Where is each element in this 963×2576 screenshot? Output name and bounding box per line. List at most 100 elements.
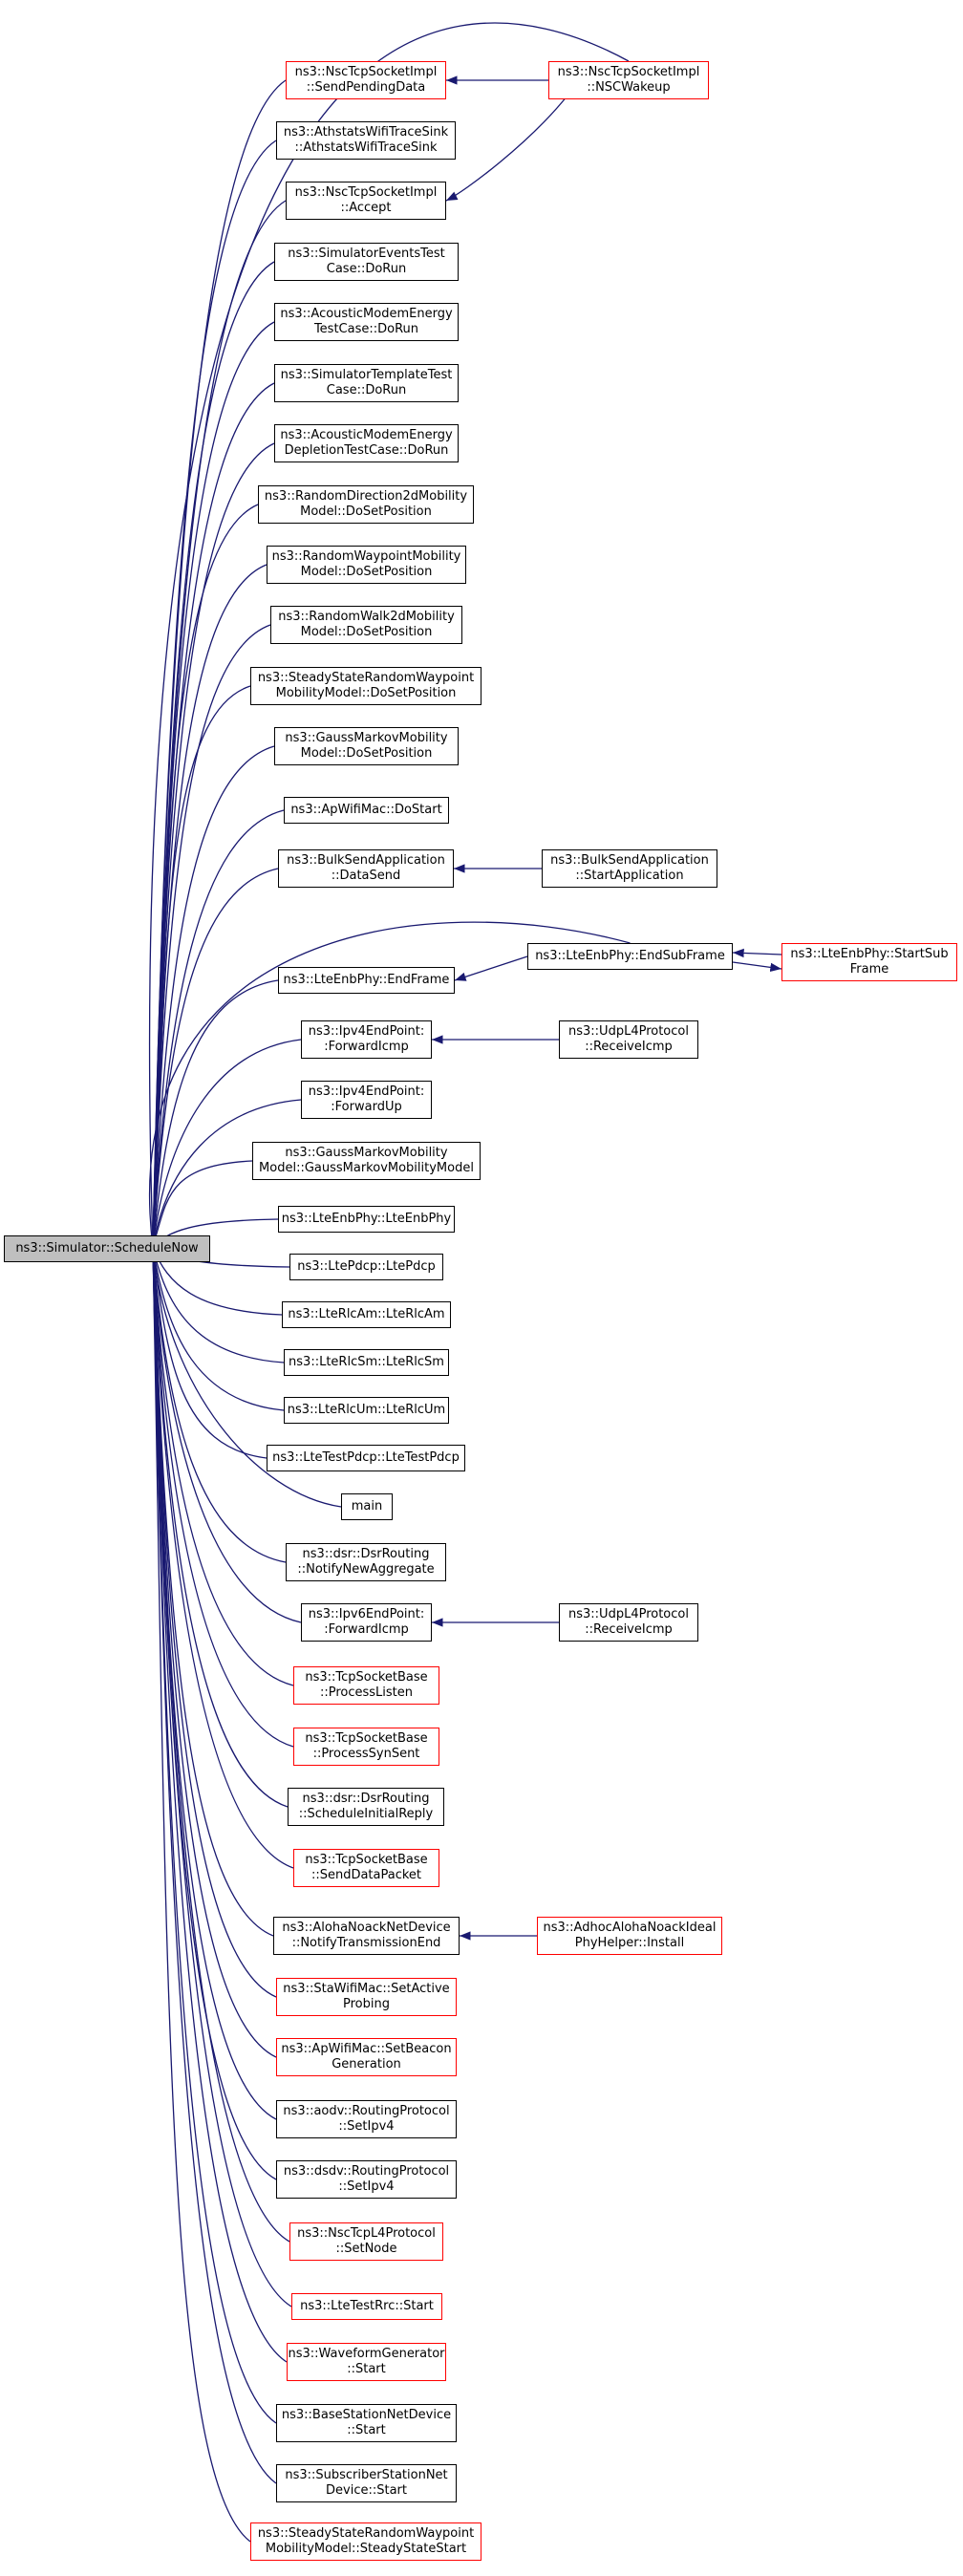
function-node-ns3-lteenbphy-endframe[interactable]: ns3::LteEnbPhy::EndFrame <box>278 967 455 994</box>
node-label-line: ns3::LteRlcAm::LteRlcAm <box>288 1307 445 1321</box>
node-label-line: Case::DoRun <box>326 262 407 276</box>
function-node-ns3-ipv4endpoint-forwardicmp[interactable]: ns3::Ipv4EndPoint::ForwardIcmp <box>301 1020 432 1059</box>
node-label-line: PhyHelper::Install <box>574 1936 685 1950</box>
function-node-ns3-nsctcpsocketimpl-accept[interactable]: ns3::NscTcpSocketImpl::Accept <box>286 182 446 220</box>
node-label-line: ns3::Ipv4EndPoint: <box>308 1024 425 1039</box>
call-edge-n38-to-root <box>148 1246 292 2308</box>
node-label-line: ns3::Ipv6EndPoint: <box>308 1607 425 1621</box>
call-edge-n41-to-root <box>148 1246 277 2484</box>
node-label-line: MobilityModel::SteadyStateStart <box>265 2542 467 2556</box>
function-node-ns3-lteenbphy-endsubframe[interactable]: ns3::LteEnbPhy::EndSubFrame <box>527 943 733 970</box>
root-function-node[interactable]: ns3::Simulator::ScheduleNow <box>4 1235 210 1262</box>
node-label-line: ns3::AthstatsWifiTraceSink <box>283 125 449 140</box>
function-node-ns3-dsdv-routingprotocol-setipv4[interactable]: ns3::dsdv::RoutingProtocol::SetIpv4 <box>276 2160 457 2199</box>
function-node-ns3-tcpsocketbase-processlisten[interactable]: ns3::TcpSocketBase::ProcessListen <box>293 1666 439 1705</box>
node-label-line: Device::Start <box>326 2483 407 2498</box>
node-label-line: ns3::LteRlcUm::LteRlcUm <box>287 1403 446 1417</box>
function-node-ns3-bulksendapplication-datasend[interactable]: ns3::BulkSendApplication::DataSend <box>278 849 454 888</box>
node-label-line: ns3::RandomWalk2dMobility <box>278 610 455 624</box>
node-label-line: ::SetNode <box>335 2242 397 2256</box>
function-node-ns3-tcpsocketbase-senddatapacket[interactable]: ns3::TcpSocketBase::SendDataPacket <box>293 1849 439 1887</box>
node-label-line: ns3::SimulatorEventsTest <box>288 247 445 261</box>
node-label-line: Case::DoRun <box>326 383 407 397</box>
function-node-ns3-alohanoacknetdevice-notifytransmissionend[interactable]: ns3::AlohaNoackNetDevice::NotifyTransmis… <box>273 1917 460 1955</box>
node-label-line: ::NotifyNewAggregate <box>297 1562 435 1577</box>
node-label-line: ns3::SteadyStateRandomWaypoint <box>257 2526 475 2541</box>
node-label-line: ns3::BaseStationNetDevice <box>281 2408 452 2422</box>
node-label-line: :ForwardIcmp <box>324 1040 409 1054</box>
node-label-line: ns3::SubscriberStationNet <box>285 2468 448 2482</box>
node-label-line: Probing <box>343 1997 390 2011</box>
function-node-ns3-nsctcpsocketimpl-nscwakeup[interactable]: ns3::NscTcpSocketImpl::NSCWakeup <box>548 61 709 99</box>
node-label-line: Frame <box>849 962 889 977</box>
node-label-line: MobilityModel::DoSetPosition <box>275 686 457 700</box>
node-label-line: ::ReceiveIcmp <box>585 1622 673 1637</box>
node-label-line: ns3::Ipv4EndPoint: <box>308 1084 425 1099</box>
function-node-ns3-waveformgenerator-start[interactable]: ns3::WaveformGenerator::Start <box>287 2343 446 2381</box>
node-label-line: ns3::SimulatorTemplateTest <box>280 368 453 382</box>
call-edge-n31-to-root <box>148 1246 294 1869</box>
function-node-ns3-lterlcam-lterlcam[interactable]: ns3::LteRlcAm::LteRlcAm <box>282 1301 451 1328</box>
call-edge-n26-to-root <box>149 1246 287 1563</box>
function-node-ns3-aodv-routingprotocol-setipv4[interactable]: ns3::aodv::RoutingProtocol::SetIpv4 <box>276 2100 457 2138</box>
function-node-ns3-tcpsocketbase-processsynsent[interactable]: ns3::TcpSocketBase::ProcessSynSent <box>293 1728 439 1766</box>
function-node-ns3-nsctcpsocketimpl-sendpendingdata[interactable]: ns3::NscTcpSocketImpl::SendPendingData <box>286 61 446 99</box>
call-edge-n14-to-root <box>149 868 279 1248</box>
node-label-line: ::DataSend <box>331 869 401 883</box>
function-node-ns3-dsr-dsrrouting-scheduleinitialreply[interactable]: ns3::dsr::DsrRouting::ScheduleInitialRep… <box>288 1788 444 1826</box>
function-node-ns3-basestationnetdevice-start[interactable]: ns3::BaseStationNetDevice::Start <box>276 2404 457 2442</box>
node-label-line: ns3::LteRlcSm::LteRlcSm <box>289 1355 444 1369</box>
function-node-ns3-nsctcpl4protocol-setnode[interactable]: ns3::NscTcpL4Protocol::SetNode <box>289 2222 443 2261</box>
function-node-ns3-ipv4endpoint-forwardup[interactable]: ns3::Ipv4EndPoint::ForwardUp <box>301 1081 432 1119</box>
node-label-line: ns3::LteEnbPhy::EndSubFrame <box>535 949 725 963</box>
function-node-ns3-apwifimac-dostart[interactable]: ns3::ApWifiMac::DoStart <box>284 797 449 824</box>
function-node-ns3-ltetestpdcp-ltetestpdcp[interactable]: ns3::LteTestPdcp::LteTestPdcp <box>267 1445 465 1471</box>
node-label-line: ns3::BulkSendApplication <box>287 853 445 868</box>
function-node-ns3-ltepdcp-ltepdcp[interactable]: ns3::LtePdcp::LtePdcp <box>289 1254 443 1280</box>
call-edge-n15-to-root <box>149 979 279 1248</box>
call-edge-n1-to-root <box>148 79 287 1248</box>
node-label-line: ns3::TcpSocketBase <box>305 1731 428 1746</box>
call-edge-n2-to-root <box>148 140 277 1248</box>
function-node-ns3-udpl4protocol-receiveicmp[interactable]: ns3::UdpL4Protocol::ReceiveIcmp <box>559 1020 698 1059</box>
node-label-line: ::SendDataPacket <box>310 1868 422 1882</box>
function-node-ns3-bulksendapplication-startapplication[interactable]: ns3::BulkSendApplication::StartApplicati… <box>542 849 717 888</box>
node-label-line: ns3::LtePdcp::LtePdcp <box>297 1259 436 1274</box>
function-node-ns3-lterlcum-lterlcum[interactable]: ns3::LteRlcUm::LteRlcUm <box>284 1397 449 1424</box>
function-node-ns3-udpl4protocol-receiveicmp[interactable]: ns3::UdpL4Protocol::ReceiveIcmp <box>559 1603 698 1642</box>
node-label-line: ns3::LteTestPdcp::LteTestPdcp <box>272 1450 460 1465</box>
function-node-ns3-ltetestrrc-start[interactable]: ns3::LteTestRrc::Start <box>291 2293 442 2320</box>
node-label-line: ns3::Simulator::ScheduleNow <box>15 1241 199 1256</box>
node-label-line: ns3::TcpSocketBase <box>305 1853 428 1867</box>
node-label-line: Model::DoSetPosition <box>300 625 433 639</box>
function-node-ns3-dsr-dsrrouting-notifynewaggregate[interactable]: ns3::dsr::DsrRouting::NotifyNewAggregate <box>286 1543 446 1581</box>
function-node-ns3-ipv6endpoint-forwardicmp[interactable]: ns3::Ipv6EndPoint::ForwardIcmp <box>301 1603 432 1642</box>
node-label-line: ns3::StaWifiMac::SetActive <box>283 1982 450 1996</box>
call-edge-n23-to-root <box>150 1246 285 1411</box>
function-node-ns3-athstatswifitracesink-athstatswifitracesink[interactable]: ns3::AthstatsWifiTraceSink::AthstatsWifi… <box>276 121 456 160</box>
function-node-main[interactable]: main <box>341 1493 393 1520</box>
function-node-ns3-lteenbphy-lteenbphy[interactable]: ns3::LteEnbPhy::LteEnbPhy <box>278 1206 455 1233</box>
function-node-ns3-lterlcsm-lterlcsm[interactable]: ns3::LteRlcSm::LteRlcSm <box>284 1349 449 1376</box>
node-label-line: Model::GaussMarkovMobilityModel <box>259 1161 474 1175</box>
call-edge-n8-to-root <box>148 504 259 1248</box>
call-edge-n22-to-root <box>151 1246 285 1363</box>
